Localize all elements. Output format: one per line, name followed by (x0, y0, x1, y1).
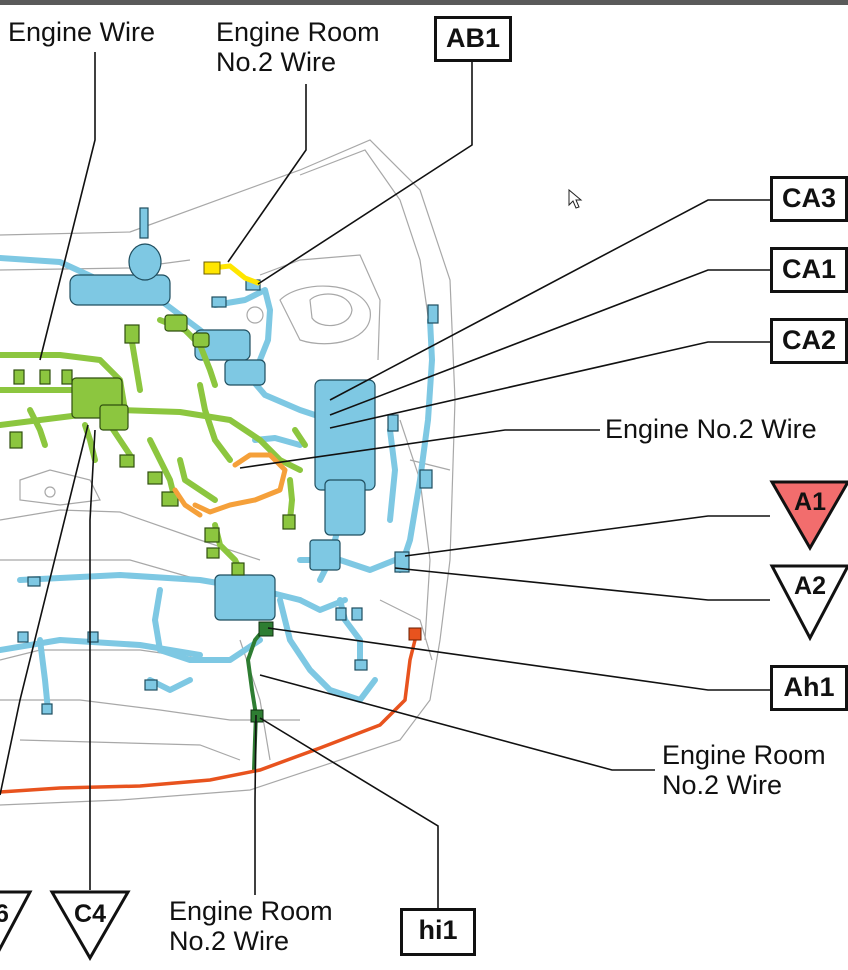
connector-ca3-box[interactable]: CA3 (770, 176, 848, 222)
connector-hi1-box[interactable]: hi1 (400, 908, 476, 956)
engine-room-no2-wire-label-bottom: Engine Room No.2 Wire (169, 896, 333, 956)
vehicle-body-outline (0, 139, 456, 806)
red-orange-harness (0, 638, 417, 794)
leader-lines (0, 52, 770, 908)
connector-ah1-box[interactable]: Ah1 (770, 665, 848, 711)
triangle-a2-label: A2 (794, 572, 826, 600)
green-harness-blocks (9, 314, 296, 576)
connector-ca1-box[interactable]: CA1 (770, 247, 848, 293)
connector-ca2-box[interactable]: CA2 (770, 318, 848, 364)
triangle-c4-label: C4 (74, 900, 106, 928)
engine-wire-label: Engine Wire (8, 17, 156, 47)
triangle-a1[interactable]: A1 (769, 480, 848, 552)
connector-ab1-box[interactable]: AB1 (434, 16, 512, 62)
triangle-c4[interactable]: C4 (49, 890, 131, 962)
engine-room-no2-wire-label-top: Engine Room No.2 Wire (216, 17, 380, 77)
engine-room-no2-wire-label-bottom-line1: Engine Room (169, 896, 333, 926)
dark-green-harness (245, 626, 267, 772)
window-top-border (0, 0, 848, 5)
triangle-partial-left[interactable]: 6 (0, 890, 33, 958)
dark-green-connector-lower (250, 709, 264, 723)
triangle-partial-left-label: 6 (0, 900, 9, 928)
engine-room-no2-wire-label-right-line1: Engine Room (662, 740, 826, 770)
engine-no2-wire-label: Engine No.2 Wire (605, 414, 817, 444)
engine-room-no2-wire-label-top-line2: No.2 Wire (216, 47, 337, 77)
blue-harness-blocks (17, 207, 439, 715)
engine-room-no2-wire-label-right: Engine Room No.2 Wire (662, 740, 826, 800)
triangle-a2[interactable]: A2 (769, 564, 848, 642)
mouse-cursor-icon (568, 188, 583, 209)
red-orange-connector (408, 627, 422, 641)
yellow-connector (203, 261, 261, 286)
engine-room-no2-wire-label-right-line2: No.2 Wire (662, 770, 783, 800)
orange-harness (172, 452, 288, 518)
engine-room-no2-wire-label-bottom-line2: No.2 Wire (169, 926, 290, 956)
engine-room-no2-wire-label-top-line1: Engine Room (216, 17, 380, 47)
triangle-a1-label: A1 (794, 488, 826, 516)
